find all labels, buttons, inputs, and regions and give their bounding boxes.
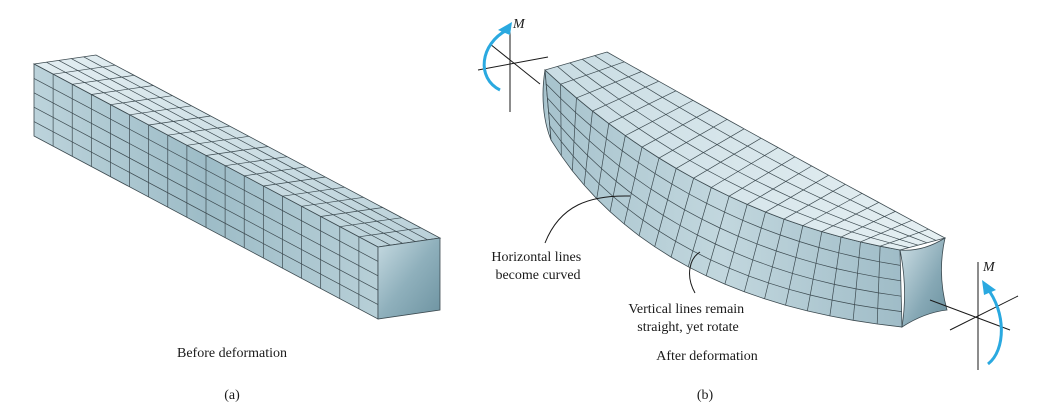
- grid-line: [596, 123, 610, 199]
- grid-line: [225, 156, 288, 167]
- label-b: (b): [697, 388, 714, 403]
- grid-line: [301, 196, 364, 207]
- grid-line: [608, 90, 677, 124]
- grid-line: [638, 157, 660, 236]
- grid-line: [560, 61, 625, 85]
- undeformed-beam: [32, 54, 442, 320]
- moment-arrow-head: [982, 280, 996, 295]
- axis-line: [949, 295, 1019, 331]
- grid-line: [705, 196, 730, 276]
- grid-line: [205, 146, 269, 156]
- moment-left: M: [477, 17, 549, 112]
- grid-line: [53, 64, 116, 75]
- grid-line: [693, 137, 762, 179]
- grid-line: [876, 246, 881, 324]
- deformed-beam: [542, 51, 948, 328]
- grid-line: [623, 147, 643, 225]
- grid-line: [167, 125, 230, 136]
- grid-line: [765, 174, 829, 213]
- note-vertical-line-2: straight, yet rotate: [637, 320, 738, 335]
- grid-line: [641, 109, 711, 148]
- note-horizontal-line-1: Horizontal lines: [491, 250, 581, 265]
- grid-line: [110, 95, 173, 106]
- beam-b-grid-lines: [545, 55, 937, 324]
- axis-line: [929, 299, 1011, 331]
- moment-label-left: M: [512, 17, 526, 32]
- grid-line: [840, 211, 896, 238]
- grid-line: [186, 135, 249, 146]
- grid-line: [320, 207, 383, 217]
- leader-vertical-lines: [689, 251, 701, 294]
- grid-line: [625, 100, 694, 136]
- grid-line: [592, 80, 659, 112]
- beam-a-grid-lines: [33, 56, 428, 309]
- note-vertical-lines: Vertical lines remain straight, yet rota…: [628, 302, 747, 335]
- grid-line: [339, 217, 402, 228]
- grid-line: [783, 183, 846, 220]
- grid-line: [711, 147, 779, 188]
- moment-arrow: [482, 28, 508, 92]
- grid-line: [571, 97, 577, 171]
- beam-b-end-face: [899, 237, 948, 328]
- beam-a-end-face: [377, 237, 441, 320]
- grid-line: [91, 85, 154, 95]
- grid-line: [129, 105, 192, 116]
- grid-line: [358, 227, 421, 238]
- grid-line: [829, 236, 842, 316]
- grid-line: [670, 178, 694, 258]
- grid-line: [747, 165, 812, 205]
- grid-line: [764, 219, 785, 299]
- axis-line: [477, 56, 549, 71]
- grid-line: [802, 193, 863, 226]
- grid-line: [785, 225, 804, 306]
- grid-line: [879, 228, 929, 247]
- axis-line: [489, 43, 541, 85]
- moment-right: M: [929, 260, 1019, 370]
- caption-b: After deformation: [656, 349, 757, 364]
- grid-line: [852, 241, 861, 321]
- grid-line: [583, 110, 593, 186]
- grid-line: [806, 231, 823, 311]
- grid-line: [676, 128, 745, 169]
- grid-line: [263, 176, 326, 187]
- moment-label-right: M: [982, 260, 996, 275]
- moment-arrow: [985, 287, 1003, 366]
- grid-line: [72, 74, 135, 85]
- grid-line: [609, 135, 626, 212]
- grid-line: [282, 186, 345, 197]
- note-vertical-line-1: Vertical lines remain: [628, 302, 744, 317]
- grid-line: [658, 119, 728, 159]
- grid-line: [687, 187, 712, 267]
- grid-line: [244, 166, 307, 177]
- grid-line: [728, 156, 796, 197]
- grid-line: [560, 84, 562, 156]
- grid-line: [860, 219, 913, 243]
- grid-line: [724, 204, 748, 285]
- caption-a: Before deformation: [177, 346, 287, 361]
- grid-line: [821, 202, 879, 232]
- grid-line: [576, 71, 642, 99]
- grid-line: [654, 168, 677, 247]
- label-a: (a): [224, 388, 240, 403]
- note-horizontal-line-2: become curved: [495, 268, 580, 283]
- grid-line: [744, 211, 766, 292]
- note-horizontal-lines: Horizontal lines become curved: [491, 250, 584, 283]
- leader-horizontal-lines: [544, 195, 631, 244]
- grid-line: [148, 115, 211, 126]
- moment-arrow-head: [498, 22, 512, 35]
